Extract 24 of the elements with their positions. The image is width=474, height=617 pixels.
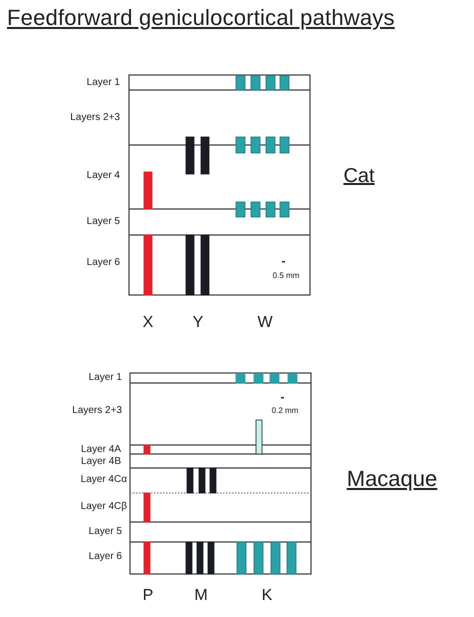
layer-label: Layer 4A [80, 444, 121, 454]
scale-label: 0.2 mm [272, 406, 298, 415]
pathway-label: W [257, 315, 273, 332]
layer-label: Layer 4Cβ [80, 502, 127, 512]
pathway-label: M [194, 588, 208, 604]
layer-label: Layer 6 [86, 258, 120, 268]
layer-label: Layer 4 [86, 170, 120, 180]
layer-label: Layer 4Cα [80, 474, 127, 484]
layer-label: Layer 6 [88, 552, 122, 562]
layer-label: Layer 1 [88, 372, 122, 382]
pathway-label: P [142, 588, 154, 604]
layer-label: Layer 5 [88, 526, 122, 536]
pathway-label: X [142, 315, 154, 332]
species-label: Macaque [346, 468, 438, 490]
layer-label: Layers 2+3 [72, 406, 122, 416]
layer-label: Layer 1 [86, 78, 120, 88]
layer-label: Layer 5 [86, 216, 120, 226]
species-label: Cat [343, 166, 375, 186]
pathway-label: K [262, 588, 272, 604]
layer-label: Layer 4B [80, 456, 121, 466]
scale-label: 0.5 mm [272, 272, 300, 280]
layer-label: Layers 2+3 [70, 112, 120, 122]
figure-title: Feedforward geniculocortical pathways [7, 6, 395, 29]
pathway-label: Y [192, 315, 204, 332]
